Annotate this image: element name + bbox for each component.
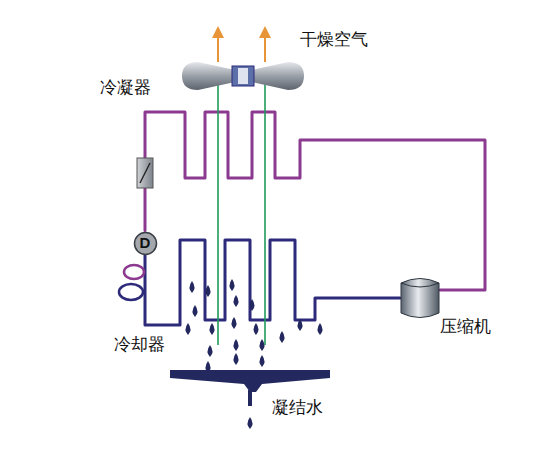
condenser-pipe: [145, 112, 485, 290]
water-drop: [234, 353, 239, 365]
compressor-shape: [400, 276, 440, 320]
air-flow-line: [217, 80, 219, 345]
air-flow-line: [264, 80, 266, 345]
component-label: 压缩机: [440, 317, 491, 336]
fan: [182, 62, 304, 90]
compressor: 压缩机: [400, 276, 440, 320]
part-label: 冷凝器: [100, 78, 151, 98]
water-drop: [234, 339, 239, 351]
expansion-valve: [137, 158, 153, 188]
capillary-loop: [119, 284, 143, 300]
part-label: 凝结水: [272, 398, 323, 418]
water-drop: [210, 323, 215, 335]
dry-air-arrow: [212, 26, 271, 62]
water-drop: [298, 319, 303, 331]
water-drop: [260, 355, 265, 367]
water-drop: [186, 323, 191, 335]
water-drop: [234, 295, 239, 307]
part-label: 冷却器: [114, 335, 165, 355]
water-drop: [208, 345, 213, 357]
water-drop: [232, 317, 237, 329]
capillary-loop: [124, 265, 144, 279]
water-drop: [280, 331, 285, 343]
water-drop: [230, 279, 235, 291]
water-drop: [190, 281, 195, 293]
filter-letter: D: [140, 235, 151, 252]
water-drop: [206, 361, 211, 373]
drier-filter: D: [133, 231, 158, 256]
water-drop: [248, 417, 253, 429]
water-drop: [206, 285, 211, 297]
water-drop: [260, 339, 265, 351]
evaporator-pipe: [145, 240, 400, 325]
water-drop: [193, 305, 198, 317]
water-drop: [250, 299, 255, 311]
water-drop: [254, 323, 259, 335]
part-label: 干燥空气: [300, 30, 368, 50]
water-drop: [318, 323, 323, 335]
